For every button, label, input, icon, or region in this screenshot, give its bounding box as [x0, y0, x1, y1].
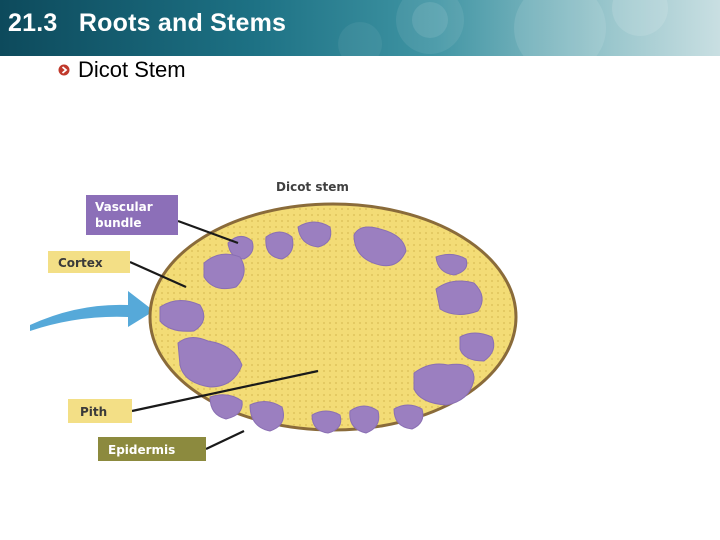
epidermis-label: Epidermis — [108, 443, 175, 457]
vascular-bundle — [436, 281, 482, 315]
dicot-stem-diagram: Dicot stem Vascular bundle Cortex Pith E… — [28, 165, 528, 470]
section-title: Roots and Stems — [79, 9, 286, 37]
vascular-bundle — [394, 405, 423, 429]
section-number: 21.3 — [8, 9, 57, 37]
vascular-label-line2: bundle — [95, 216, 142, 230]
arrow-icon — [30, 291, 154, 331]
vascular-bundle — [414, 364, 474, 405]
epidermis-leader-line — [206, 431, 244, 449]
vascular-bundle — [210, 395, 242, 419]
vascular-label-line1: Vascular — [95, 200, 153, 214]
subtitle-row: Dicot Stem — [58, 57, 186, 83]
diagram-title: Dicot stem — [276, 180, 349, 194]
bullet-icon — [58, 64, 70, 76]
cortex-label: Cortex — [58, 256, 103, 270]
vascular-bundle — [460, 333, 494, 361]
header-bar: 21.3 Roots and Stems — [0, 0, 720, 56]
vascular-bundle — [250, 401, 284, 431]
slide-title: 21.3 Roots and Stems — [8, 9, 286, 38]
subtitle: Dicot Stem — [78, 57, 186, 83]
vascular-bundle — [204, 254, 244, 289]
pith-label: Pith — [80, 405, 107, 419]
vascular-bundle — [160, 300, 204, 331]
